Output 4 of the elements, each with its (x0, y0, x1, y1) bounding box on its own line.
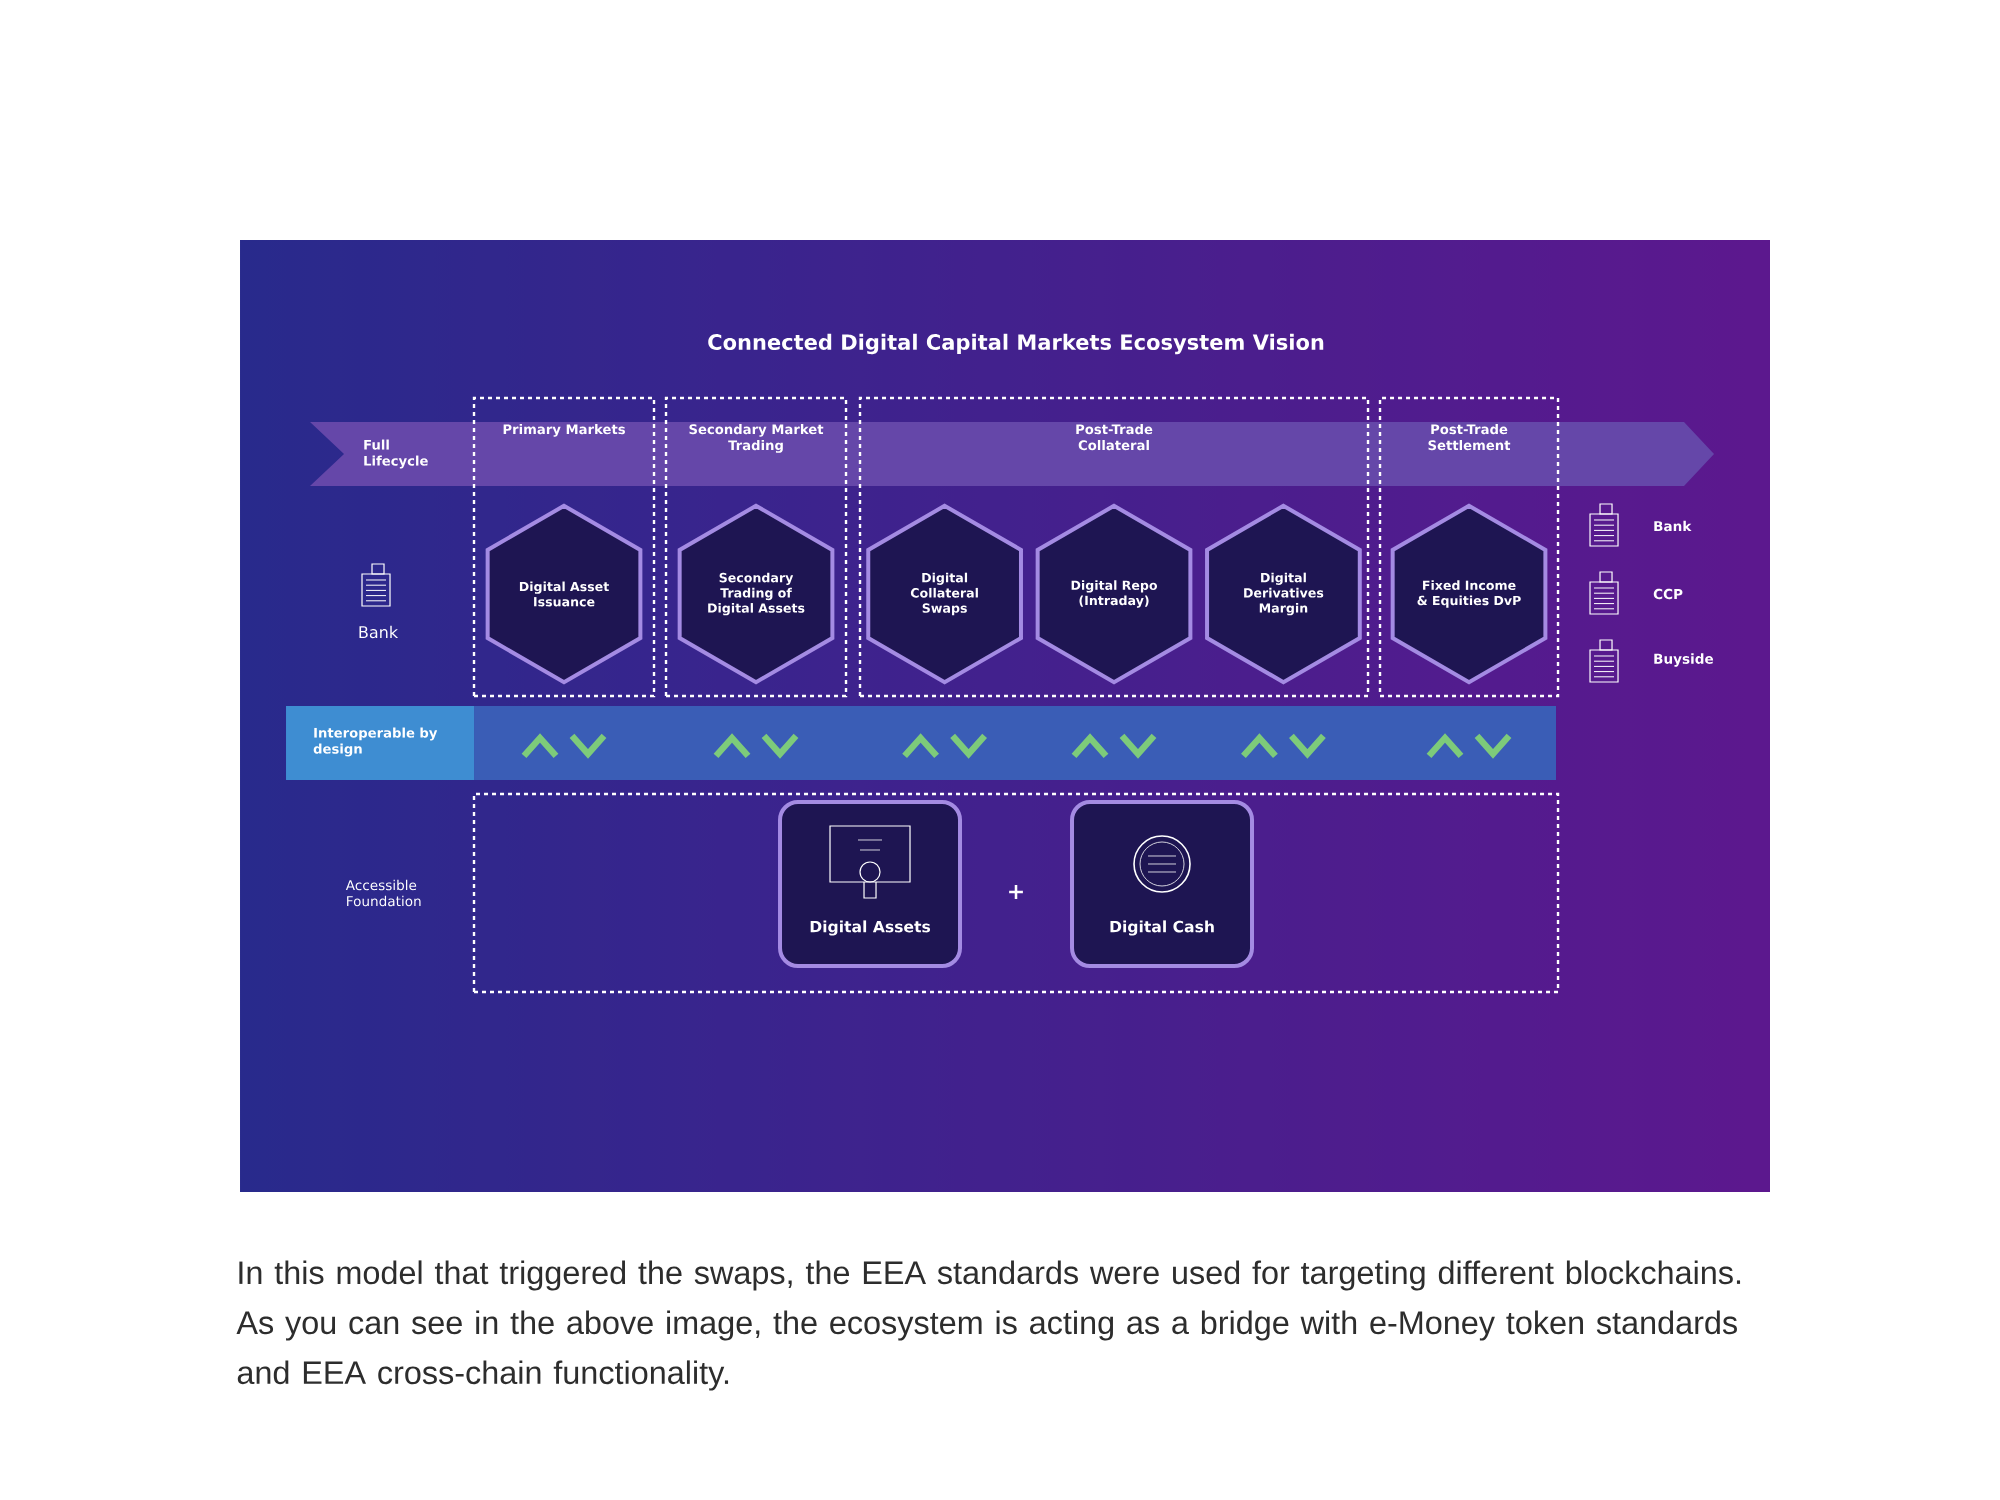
caption: In this model that triggered the swaps, the EEA standards were used for targeting different blockchains. As you can see in the above image, the ecosystem is acting as a bridge with e-Money token standards and EEA cross-chain functionality. (236, 1260, 1741, 1391)
title: Connected Digital Capital Markets Ecosystem Vision (708, 333, 1324, 355)
entity-label: Bank (359, 625, 399, 639)
plus-sign: + (1009, 885, 1023, 899)
